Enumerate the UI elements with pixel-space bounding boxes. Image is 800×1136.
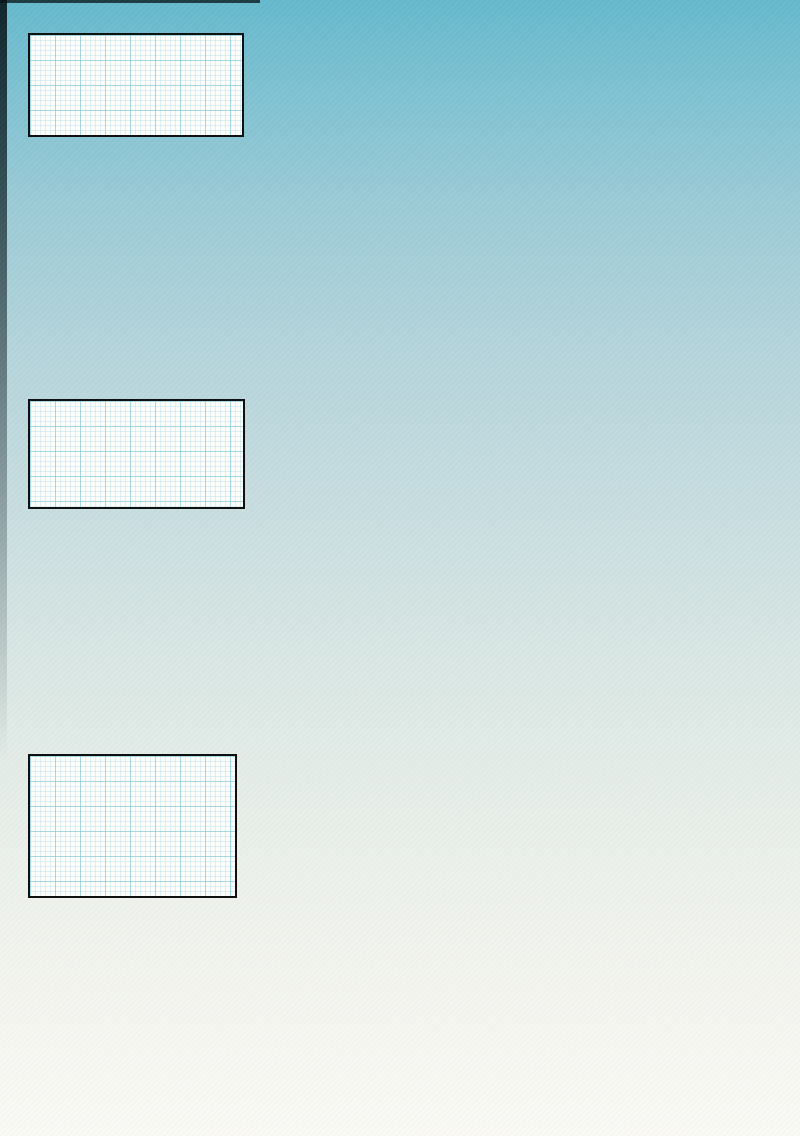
scan-edge-shadow (0, 0, 7, 760)
step-11-assembly-illustration (236, 56, 722, 312)
step-13-assembly-illustration (236, 818, 796, 1130)
parts-box-step-12 (28, 399, 245, 509)
scan-edge-shadow-top (0, 0, 260, 3)
step-12-assembly-illustration (236, 424, 722, 700)
parts-box-step-11 (28, 33, 244, 137)
parts-box-step-13 (28, 754, 237, 898)
